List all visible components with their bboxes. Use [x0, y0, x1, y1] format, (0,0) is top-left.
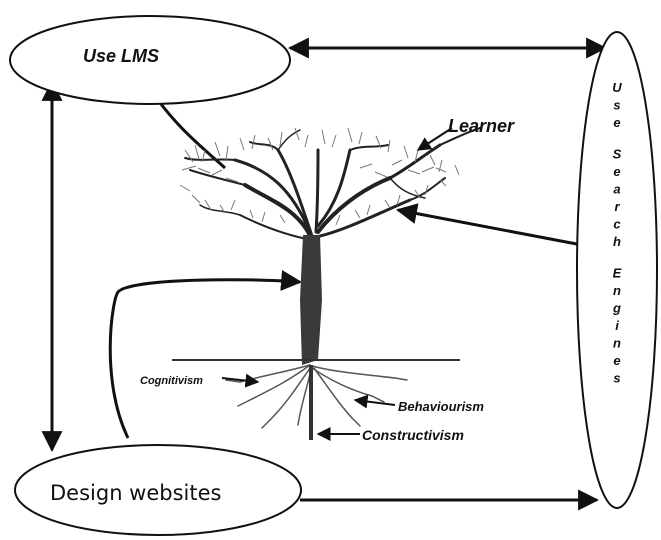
tree-roots — [225, 364, 408, 429]
tree-foliage-texture — [179, 127, 460, 226]
arrow-search-tree — [395, 203, 583, 247]
label-use-lms: Use LMS — [83, 46, 159, 66]
label-arrows — [221, 127, 453, 441]
line-lms-branches — [156, 99, 227, 170]
tree-canopy — [184, 127, 481, 242]
label-constructivism: Constructivism — [362, 427, 464, 443]
label-design-websites: Design websites — [50, 481, 221, 505]
node-design-websites — [14, 444, 302, 536]
tree-trunk — [300, 235, 322, 365]
node-use-lms — [9, 15, 291, 105]
label-cognitivism: Cognitivism — [140, 375, 203, 387]
node-use-search-engines — [576, 31, 658, 509]
label-behaviourism: Behaviourism — [398, 399, 484, 414]
connector-arrows — [41, 37, 608, 511]
arrow-design-trunk — [108, 270, 303, 439]
label-learner: Learner — [448, 116, 515, 136]
